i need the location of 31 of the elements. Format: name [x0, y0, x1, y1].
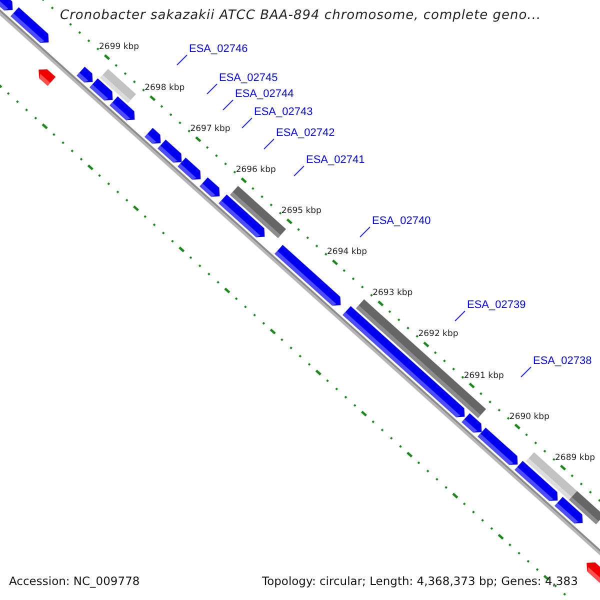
leader-line: [222, 100, 234, 110]
gene-label: ESA_02742: [276, 128, 335, 139]
leader-line: [360, 226, 370, 238]
leader-line: [264, 138, 274, 150]
tick-label: 2697 kbp: [190, 125, 230, 134]
leader-line: [454, 310, 466, 322]
tick-label: 2690 kbp: [509, 412, 550, 422]
accession-text: Accession: NC_009778: [9, 576, 140, 588]
leader-line: [176, 54, 188, 66]
leader-line: [206, 84, 218, 94]
tick-label: 2692 kbp: [418, 330, 458, 339]
tick-label: 2689 kbp: [555, 454, 596, 462]
tick-label: 2695 kbp: [281, 207, 322, 216]
tick-label: 2693 kbp: [372, 289, 413, 298]
gene-label: ESA_02744: [235, 89, 294, 100]
leader-line: [294, 166, 304, 176]
summary-text: Topology: circular; Length: 4,368,373 bp; Genes: 4,383: [262, 576, 578, 588]
gene-label: ESA_02740: [372, 216, 431, 227]
leader-line: [242, 118, 252, 128]
gene-label: ESA_02739: [467, 300, 526, 311]
tick-label: 2696 kbp: [236, 166, 276, 175]
tick-label: 2698 kbp: [144, 84, 185, 93]
tick-label: 2699 kbp: [99, 43, 140, 52]
gene-label: ESA_02741: [306, 155, 365, 166]
gene-label: ESA_02745: [219, 73, 278, 84]
tick-label: 2691 kbp: [464, 372, 504, 380]
gene-label: ESA_02746: [189, 44, 248, 55]
leader-line: [520, 366, 532, 378]
tick-label: 2694 kbp: [327, 248, 368, 257]
gene-label: ESA_02738: [533, 356, 592, 367]
gene-label: ESA_02743: [254, 107, 313, 118]
